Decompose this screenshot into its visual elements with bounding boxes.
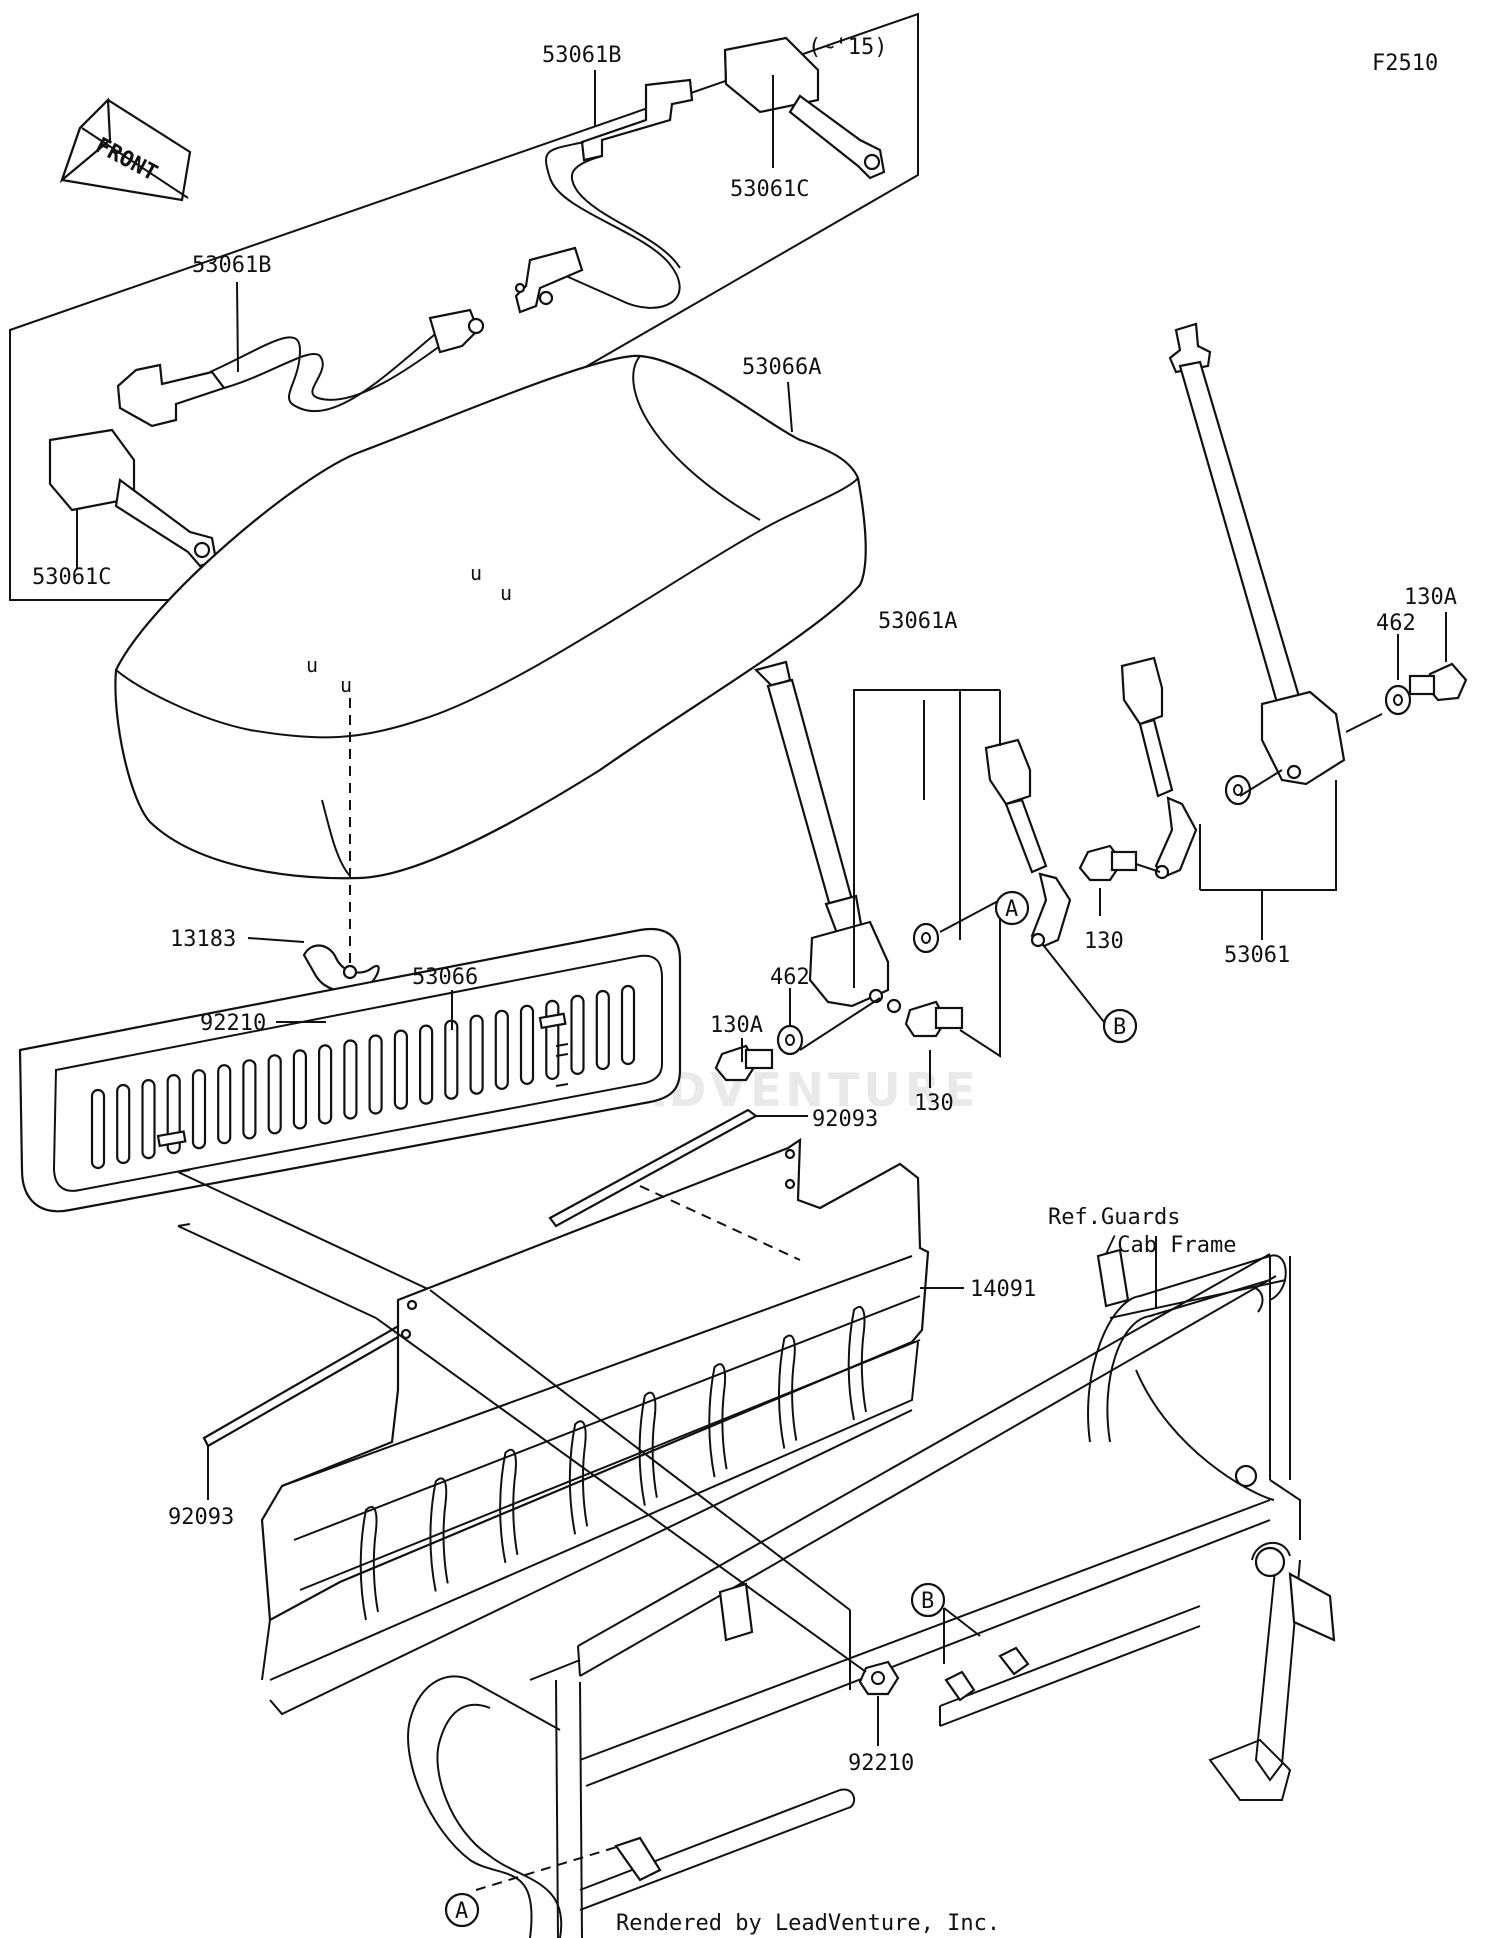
label-462-right: 462 — [1376, 611, 1416, 636]
seat-back-slot — [494, 1009, 509, 1090]
callout-a-lower: A — [444, 1892, 480, 1928]
seat-clips: u u u u — [306, 561, 512, 697]
seat-back-studs — [156, 1012, 569, 1227]
svg-text:u: u — [306, 653, 318, 677]
seat-back-slot — [570, 994, 585, 1076]
strap-53061b-left — [116, 308, 485, 428]
backrest-rib — [359, 1505, 379, 1621]
washer-53061 — [1224, 774, 1252, 806]
seat-back-slot — [90, 1088, 106, 1170]
label-92093-left: 92093 — [168, 1505, 234, 1530]
washer-462-mid — [776, 1024, 804, 1056]
svg-text:B: B — [921, 1589, 934, 1614]
seat-back-slot — [393, 1029, 408, 1110]
seat-back-slot — [292, 1049, 307, 1130]
callout-b-right: B — [1102, 1008, 1138, 1044]
seat-back-slot — [368, 1034, 383, 1115]
seat-back-slot — [217, 1064, 232, 1145]
strap-53061b-top — [514, 78, 694, 314]
seat-back-slot — [343, 1039, 358, 1120]
seat-back-slot — [242, 1059, 257, 1140]
svg-text:B: B — [1113, 1015, 1126, 1040]
backrest-rib — [499, 1448, 519, 1564]
backrest-rib — [778, 1334, 798, 1449]
seat-back-slot — [519, 1004, 535, 1085]
strip-92093-left — [202, 1322, 412, 1448]
bolt-130-right — [1078, 844, 1138, 882]
washer-462-mid-top — [912, 922, 940, 954]
seat-cushion-53066a — [114, 354, 867, 880]
seat-back-slot — [620, 984, 636, 1066]
label-14091: 14091 — [970, 1277, 1036, 1302]
seat-back-slot — [318, 1044, 333, 1125]
seat-back-slot — [469, 1014, 484, 1095]
front-arrow-icon — [59, 97, 192, 202]
bolt-130a-mid — [714, 1044, 774, 1082]
label-ref-cab-frame: /Cab Frame — [1104, 1233, 1236, 1258]
label-53061a: 53061A — [878, 609, 957, 634]
label-13183: 13183 — [170, 927, 236, 952]
label-92093-top: 92093 — [812, 1107, 878, 1132]
label-130-mid: 130 — [914, 1091, 954, 1116]
callout-b-lower: B — [910, 1582, 946, 1618]
backrest-holes — [400, 1148, 796, 1340]
svg-text:u: u — [470, 561, 482, 585]
nut-92210-bottom — [858, 1660, 900, 1696]
label-53061: 53061 — [1224, 943, 1290, 968]
label-92210-bottom: 92210 — [848, 1751, 914, 1776]
strap-53061c-top — [723, 36, 886, 180]
strap-53061c-left — [48, 428, 218, 568]
cab-frame-reference — [407, 1248, 1336, 1938]
label-53061c-left: 53061C — [32, 565, 111, 590]
backrest-rib — [429, 1477, 449, 1592]
svg-text:u: u — [500, 581, 512, 605]
seat-back-slot — [444, 1019, 459, 1100]
seat-back-slot — [267, 1054, 282, 1135]
buckle-53061a — [984, 738, 1072, 948]
label-ref-guards: Ref.Guards — [1048, 1205, 1180, 1230]
washer-462-right — [1384, 684, 1412, 716]
leader-lines — [76, 70, 1447, 1746]
backrest-rib — [708, 1363, 728, 1478]
buckle-53061 — [1120, 656, 1198, 880]
label-53066: 53066 — [412, 965, 478, 990]
seat-back-slot — [545, 999, 560, 1081]
label-92210-left: 92210 — [200, 1011, 266, 1036]
seat-back-slot — [595, 989, 610, 1071]
label-note-until-2015: (~'15) — [808, 35, 887, 60]
seat-back-slot — [116, 1083, 131, 1165]
backrest-panel-14091 — [260, 1137, 930, 1716]
label-53061b-top: 53061B — [542, 43, 621, 68]
bolt-130a-right — [1408, 662, 1468, 702]
backrest-rib — [847, 1305, 867, 1421]
label-130a-right: 130A — [1404, 585, 1457, 610]
seat-belt-assembly-53061a — [753, 660, 902, 1014]
label-130-right: 130 — [1084, 929, 1124, 954]
backrest-rib — [568, 1420, 589, 1535]
label-53061c-top: 53061C — [730, 177, 809, 202]
label-130a-mid: 130A — [710, 1013, 763, 1038]
label-462-mid: 462 — [770, 965, 810, 990]
svg-text:A: A — [1005, 897, 1018, 922]
seat-back-slot — [419, 1024, 434, 1105]
label-53066a: 53066A — [742, 355, 821, 380]
seat-back-slot — [141, 1078, 156, 1160]
backrest-ribs — [359, 1305, 867, 1621]
label-53061b-left: 53061B — [192, 253, 271, 278]
footer-credit: Rendered by LeadVenture, Inc. — [616, 1911, 1000, 1936]
seat-belt-assembly-53061 — [1168, 322, 1346, 786]
figure-code: F2510 — [1372, 51, 1438, 76]
svg-text:A: A — [455, 1899, 468, 1924]
callout-a-top: A — [994, 890, 1030, 926]
svg-text:u: u — [340, 673, 352, 697]
bolt-130-mid — [904, 1000, 964, 1038]
seat-back-slot — [191, 1069, 207, 1150]
